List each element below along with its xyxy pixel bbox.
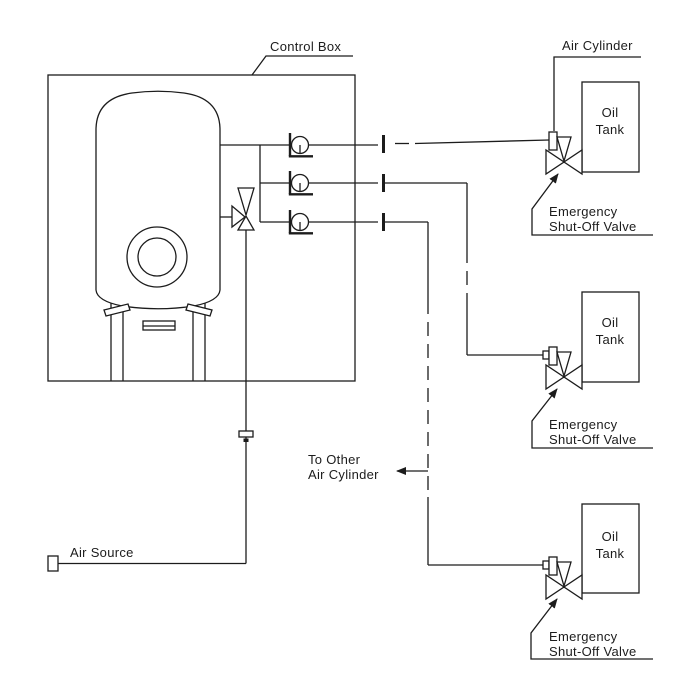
oil-tank-1-label-line2: Tank xyxy=(596,122,625,137)
oil-tank-2-label-line2: Tank xyxy=(596,332,625,347)
valve-2-label-leader xyxy=(531,388,653,449)
air-line-1 xyxy=(414,139,550,145)
emergency-shutoff-valve-1 xyxy=(545,131,583,176)
oil-tank-3-label-line2: Tank xyxy=(596,546,625,561)
valve-1-body-left xyxy=(545,148,566,176)
valve-1-label-line1: Emergency xyxy=(549,204,618,219)
valve-3-actuator-cone xyxy=(556,561,572,589)
pipe-union-nut xyxy=(243,438,249,442)
pipe-union-fitting xyxy=(238,430,254,438)
valve-1-actuator-cone xyxy=(556,136,572,164)
left-leg-cap xyxy=(103,303,131,317)
oil-tank-2 xyxy=(581,291,640,383)
air-source-label: Air Source xyxy=(70,545,134,560)
to-other-label-line2: Air Cylinder xyxy=(308,467,379,482)
control-box-label: Control Box xyxy=(270,39,341,54)
valve-3-body-right xyxy=(562,573,583,601)
valve-1-air-actuator xyxy=(548,131,558,151)
to-other-label-line1: To Other xyxy=(308,452,361,467)
air-source-port xyxy=(47,555,59,572)
oil-tank-1-label-line1: Oil xyxy=(602,105,619,120)
bulkhead-connector-1 xyxy=(382,135,385,153)
oil-tank-3 xyxy=(581,503,640,594)
valve-3-air-actuator xyxy=(548,556,558,576)
bulkhead-connector-3 xyxy=(382,213,385,231)
pilot-valve-2 xyxy=(288,171,313,196)
three-way-valve-top-port xyxy=(237,187,255,218)
valve-1-body-right xyxy=(562,148,583,176)
valve-1-label-leader xyxy=(531,173,653,236)
air-cylinder-label: Air Cylinder xyxy=(562,38,633,53)
three-way-valve xyxy=(220,187,256,231)
valve-2-body-right xyxy=(562,363,583,391)
valve-3-label-line1: Emergency xyxy=(549,629,618,644)
valve-3-label-leader xyxy=(530,598,653,660)
valve-2-label-line2: Shut-Off Valve xyxy=(549,432,637,447)
three-way-valve-left-port xyxy=(231,204,247,229)
porthole-inner-ring xyxy=(137,237,177,277)
valve-3-label-line2: Shut-Off Valve xyxy=(549,644,637,659)
valve-2-air-actuator xyxy=(548,346,558,366)
pilot-valve-1 xyxy=(288,133,313,158)
valve-2-air-fitting xyxy=(542,350,550,360)
bulkhead-connector-2 xyxy=(382,174,385,192)
oil-tank-3-label-line1: Oil xyxy=(602,529,619,544)
oil-tank-1 xyxy=(581,81,640,173)
emergency-shutoff-valve-3 xyxy=(542,556,583,601)
oil-tank-2-label-line1: Oil xyxy=(602,315,619,330)
control-box xyxy=(47,74,356,382)
valve-2-label-line1: Emergency xyxy=(549,417,618,432)
control-box-leader-line xyxy=(251,55,353,76)
valve-1-label-line2: Shut-Off Valve xyxy=(549,219,637,234)
air-cylinder-leader-line xyxy=(553,56,641,131)
valve-3-body-left xyxy=(545,573,566,601)
valve-2-actuator-cone xyxy=(556,351,572,379)
right-leg-cap xyxy=(185,303,213,317)
pilot-valve-3 xyxy=(288,210,313,235)
emergency-shutoff-valve-2 xyxy=(542,346,583,391)
valve-2-body-left xyxy=(545,363,566,391)
valve-3-air-fitting xyxy=(542,560,550,570)
